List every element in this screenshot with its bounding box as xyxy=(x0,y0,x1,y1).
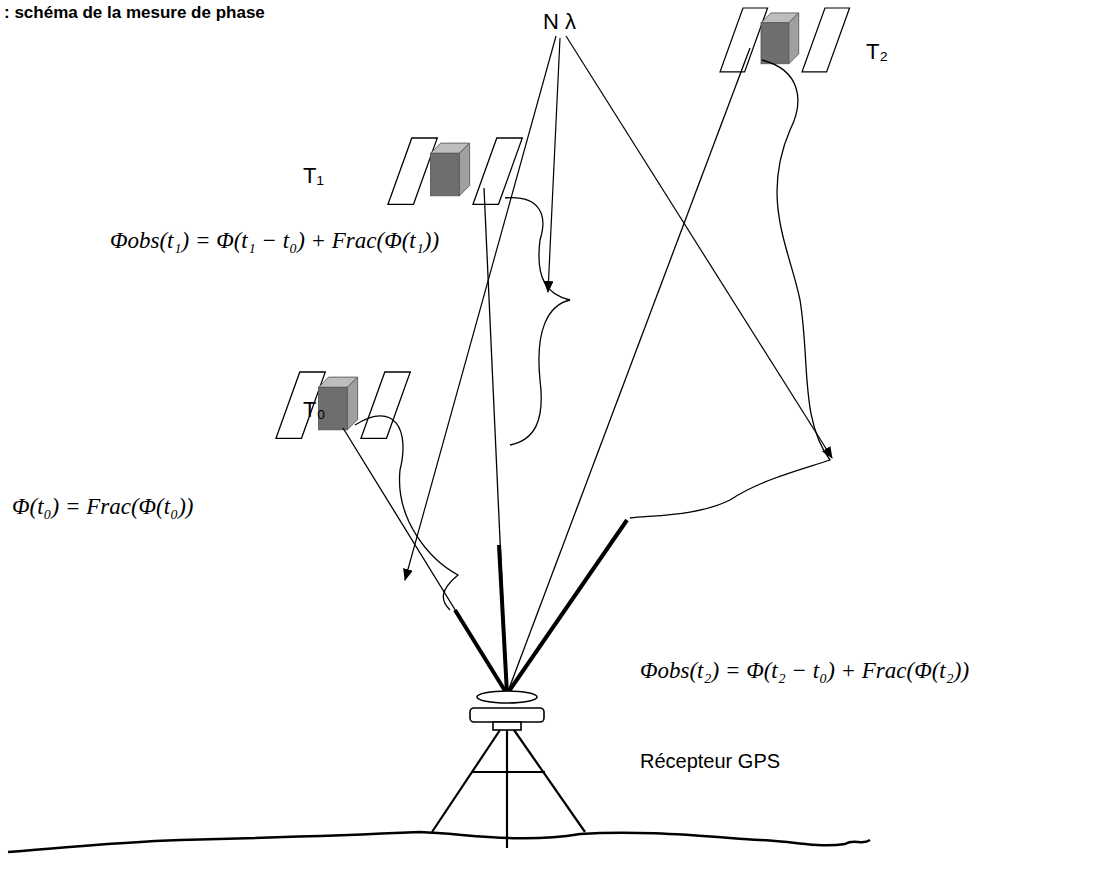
phase-fraction-t0 xyxy=(455,610,507,694)
brace-t2 xyxy=(630,60,830,518)
satellite-label: T₀ xyxy=(303,398,326,422)
phase-fraction-t2 xyxy=(507,520,627,694)
antenna xyxy=(477,691,537,703)
phase-fraction-t1 xyxy=(499,545,507,694)
tripod-head xyxy=(493,722,521,730)
sight-line-t1 xyxy=(484,188,507,694)
n-lambda-arrow xyxy=(566,36,832,458)
phase-formula: Φobs(t₁) = Φ(t₁ − t₀) + Frac(Φ(t₁)) xyxy=(110,228,439,253)
brace-t1 xyxy=(505,198,570,445)
satellite-label: T₁ xyxy=(303,164,324,188)
wavelength-label: N λ xyxy=(543,10,576,34)
sight-line-t2 xyxy=(507,48,750,694)
tripod xyxy=(432,730,585,848)
satellite-label: T₂ xyxy=(866,40,888,64)
satellite-t2 xyxy=(720,8,850,72)
satellite-t1 xyxy=(388,138,522,204)
sight-line-t0 xyxy=(343,428,507,694)
phase-formula: Φobs(t₂) = Φ(t₂ − t₀) + Frac(Φ(t₂)) xyxy=(640,658,969,683)
n-lambda-arrow xyxy=(548,38,560,292)
antenna-base xyxy=(470,708,544,722)
ground-line xyxy=(8,832,870,852)
n-lambda-arrow xyxy=(405,36,556,580)
figure-title: : schéma de la mesure de phase xyxy=(4,4,265,23)
receiver-label: Récepteur GPS xyxy=(640,750,780,772)
phase-formula: Φ(t₀) = Frac(Φ(t₀)) xyxy=(12,494,193,519)
